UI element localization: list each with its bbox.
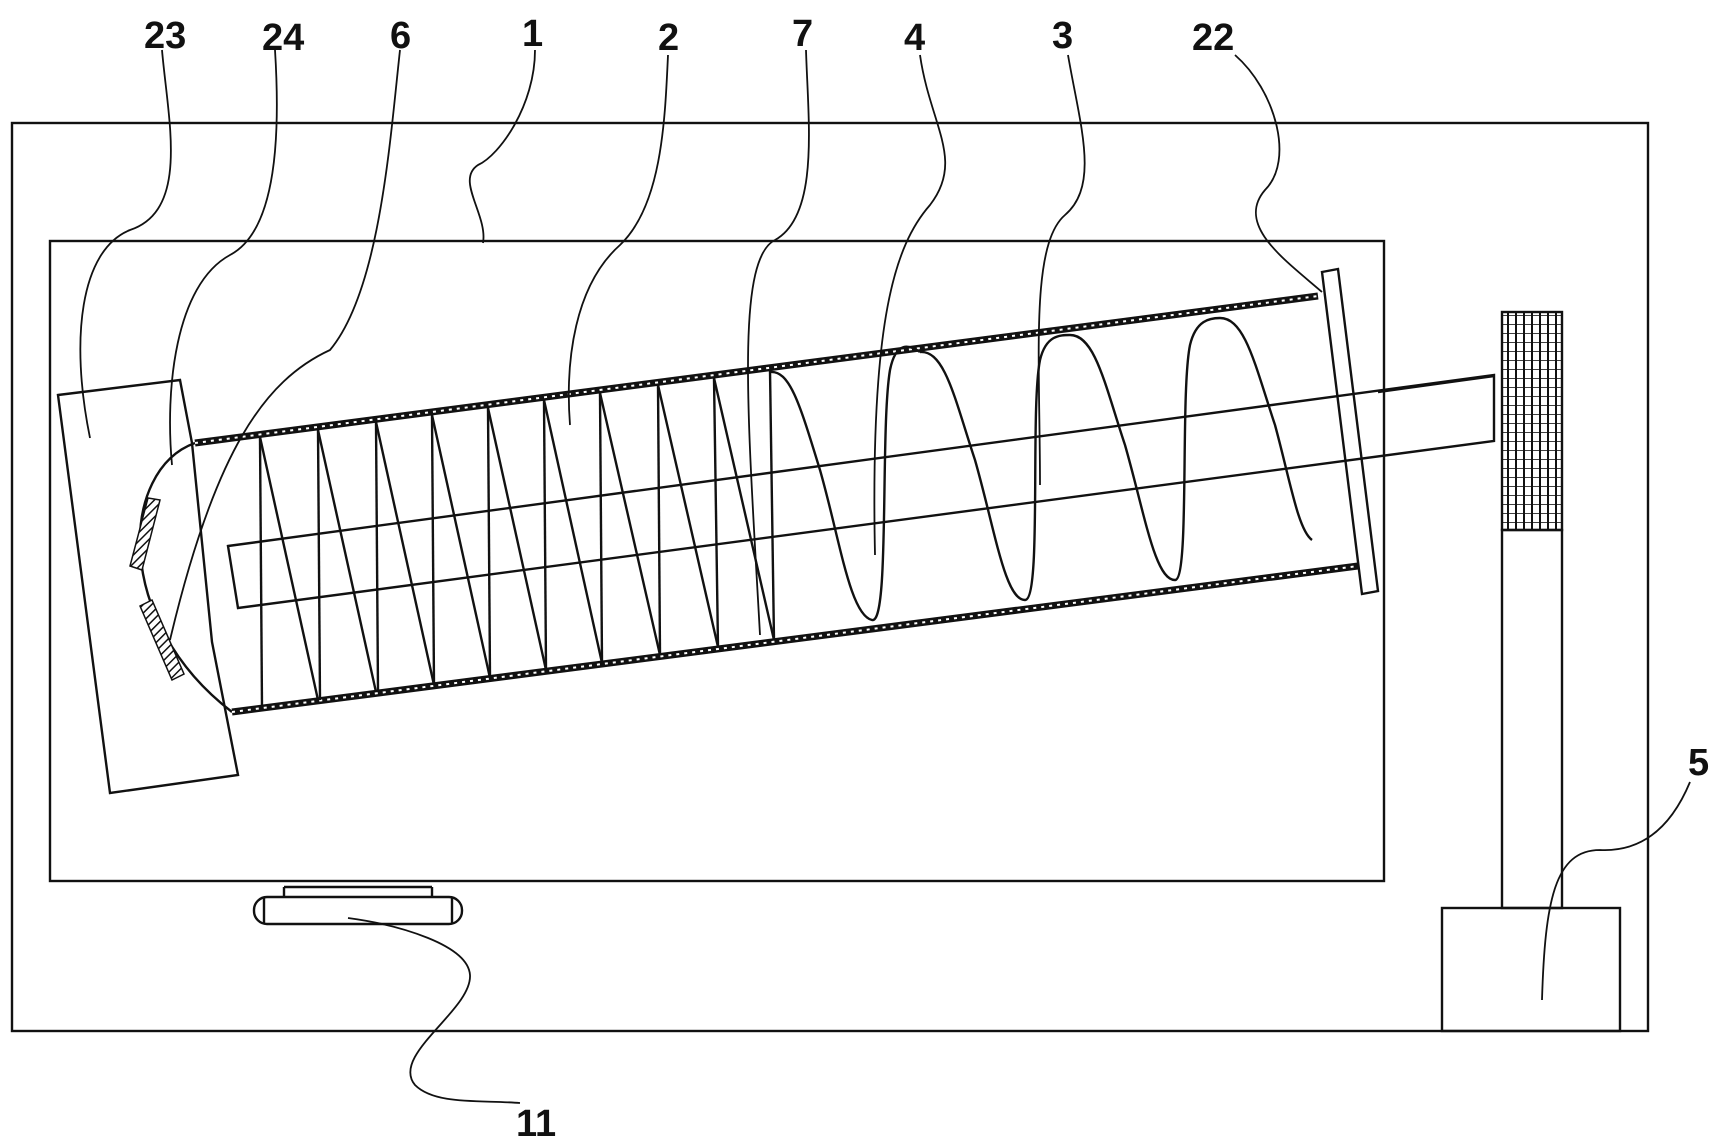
drum-flange bbox=[1320, 267, 1380, 596]
shaft-ext-top bbox=[1377, 374, 1495, 394]
bottom-fitting bbox=[252, 895, 464, 926]
left-blades bbox=[258, 369, 776, 709]
label-1: 1 bbox=[522, 13, 543, 55]
leader-22 bbox=[1234, 54, 1323, 293]
leader-23 bbox=[79, 49, 172, 439]
inner-housing bbox=[48, 239, 1386, 883]
leader-3 bbox=[1037, 54, 1086, 486]
label-2: 2 bbox=[658, 17, 679, 59]
label-7: 7 bbox=[792, 13, 813, 55]
leader-24 bbox=[169, 49, 278, 466]
label-3: 3 bbox=[1052, 15, 1073, 57]
leader-7 bbox=[747, 49, 810, 636]
leader-11 bbox=[347, 917, 521, 1104]
label-22: 22 bbox=[1192, 17, 1234, 59]
leader-lines bbox=[79, 49, 1691, 1104]
leader-1 bbox=[468, 49, 536, 244]
drum-bottom-wall-tex bbox=[231, 565, 1359, 713]
leader-5 bbox=[1541, 781, 1691, 1001]
label-5: 5 bbox=[1688, 742, 1709, 784]
dome-seal-upper bbox=[129, 497, 161, 571]
label-23: 23 bbox=[144, 15, 186, 57]
leader-2 bbox=[567, 54, 669, 426]
motor-column bbox=[1500, 528, 1564, 910]
motor-grille bbox=[1500, 310, 1564, 532]
helical-screw bbox=[769, 316, 1313, 622]
label-24: 24 bbox=[262, 17, 304, 59]
outer-frame bbox=[10, 121, 1650, 1033]
drum-top-wall bbox=[194, 292, 1319, 447]
left-end-cap bbox=[56, 378, 240, 795]
motor-base bbox=[1440, 906, 1622, 1033]
label-4: 4 bbox=[904, 17, 925, 59]
dome-seal-lower bbox=[139, 598, 185, 682]
label-6: 6 bbox=[390, 15, 411, 57]
central-shaft bbox=[226, 373, 1496, 610]
leader-4 bbox=[873, 54, 946, 556]
leader-6 bbox=[169, 49, 401, 641]
label-11: 11 bbox=[516, 1103, 556, 1144]
